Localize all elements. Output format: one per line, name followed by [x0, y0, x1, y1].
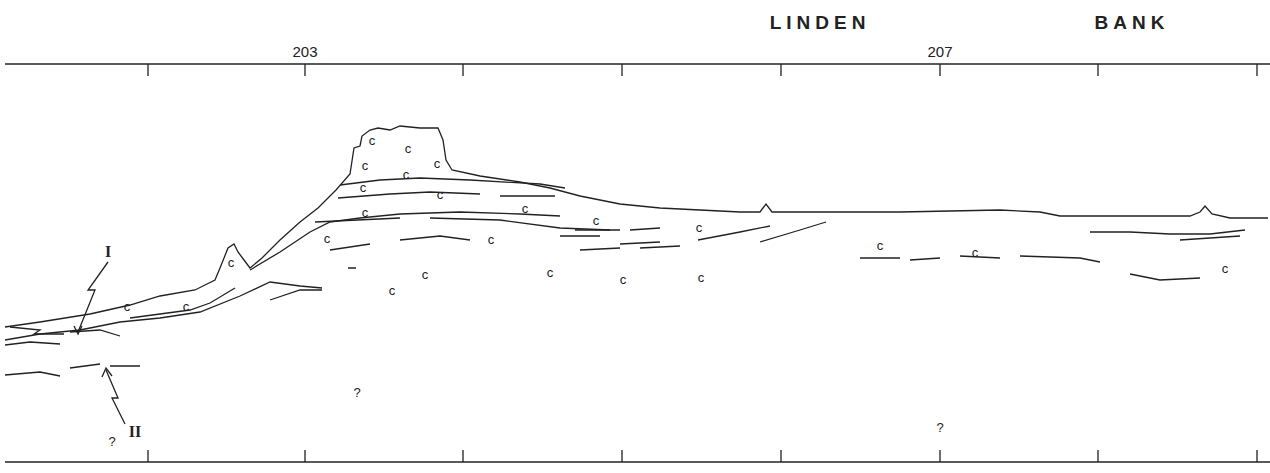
carbonate-mark: c — [422, 268, 429, 281]
carbonate-mark: c — [488, 233, 495, 246]
carbonate-mark: c — [405, 142, 412, 155]
carbonate-mark: c — [1222, 262, 1229, 275]
carbonate-mark: c — [324, 232, 331, 245]
carbonate-mark: c — [183, 300, 190, 313]
carbonate-mark: c — [972, 246, 979, 259]
carbonate-mark: c — [369, 134, 376, 147]
carbonate-mark: c — [403, 168, 410, 181]
query-mark: ? — [353, 386, 360, 399]
carbonate-mark: c — [593, 214, 600, 227]
carbonate-mark: c — [877, 239, 884, 252]
carbonate-mark: c — [620, 273, 627, 286]
carbonate-mark: c — [228, 256, 235, 269]
region-name: BANK — [1095, 13, 1170, 32]
carbonate-mark: c — [437, 188, 444, 201]
carbonate-mark: c — [698, 271, 705, 284]
carbonate-mark: c — [362, 159, 369, 172]
query-mark: ? — [108, 435, 115, 448]
axis-ticks — [148, 64, 1257, 462]
reflector-callout: I — [105, 244, 111, 260]
bottom-axis — [5, 461, 1270, 462]
carbonate-mark: c — [696, 221, 703, 234]
reflectors — [5, 178, 1245, 376]
sea-floor — [5, 126, 1268, 327]
top-axis — [5, 63, 1270, 64]
reflector-callout: II — [129, 424, 141, 440]
carbonate-mark: c — [362, 206, 369, 219]
carbonate-mark: c — [124, 300, 131, 313]
carbonate-mark: c — [389, 284, 396, 297]
shot-number: 203 — [292, 44, 317, 59]
query-mark: ? — [936, 421, 943, 434]
carbonate-mark: c — [547, 266, 554, 279]
callout-arrows — [10, 262, 125, 424]
region-name: LINDEN — [770, 13, 871, 32]
carbonate-mark: c — [434, 157, 441, 170]
carbonate-mark: c — [360, 181, 367, 194]
shot-number: 207 — [927, 44, 952, 59]
carbonate-mark: c — [522, 202, 529, 215]
